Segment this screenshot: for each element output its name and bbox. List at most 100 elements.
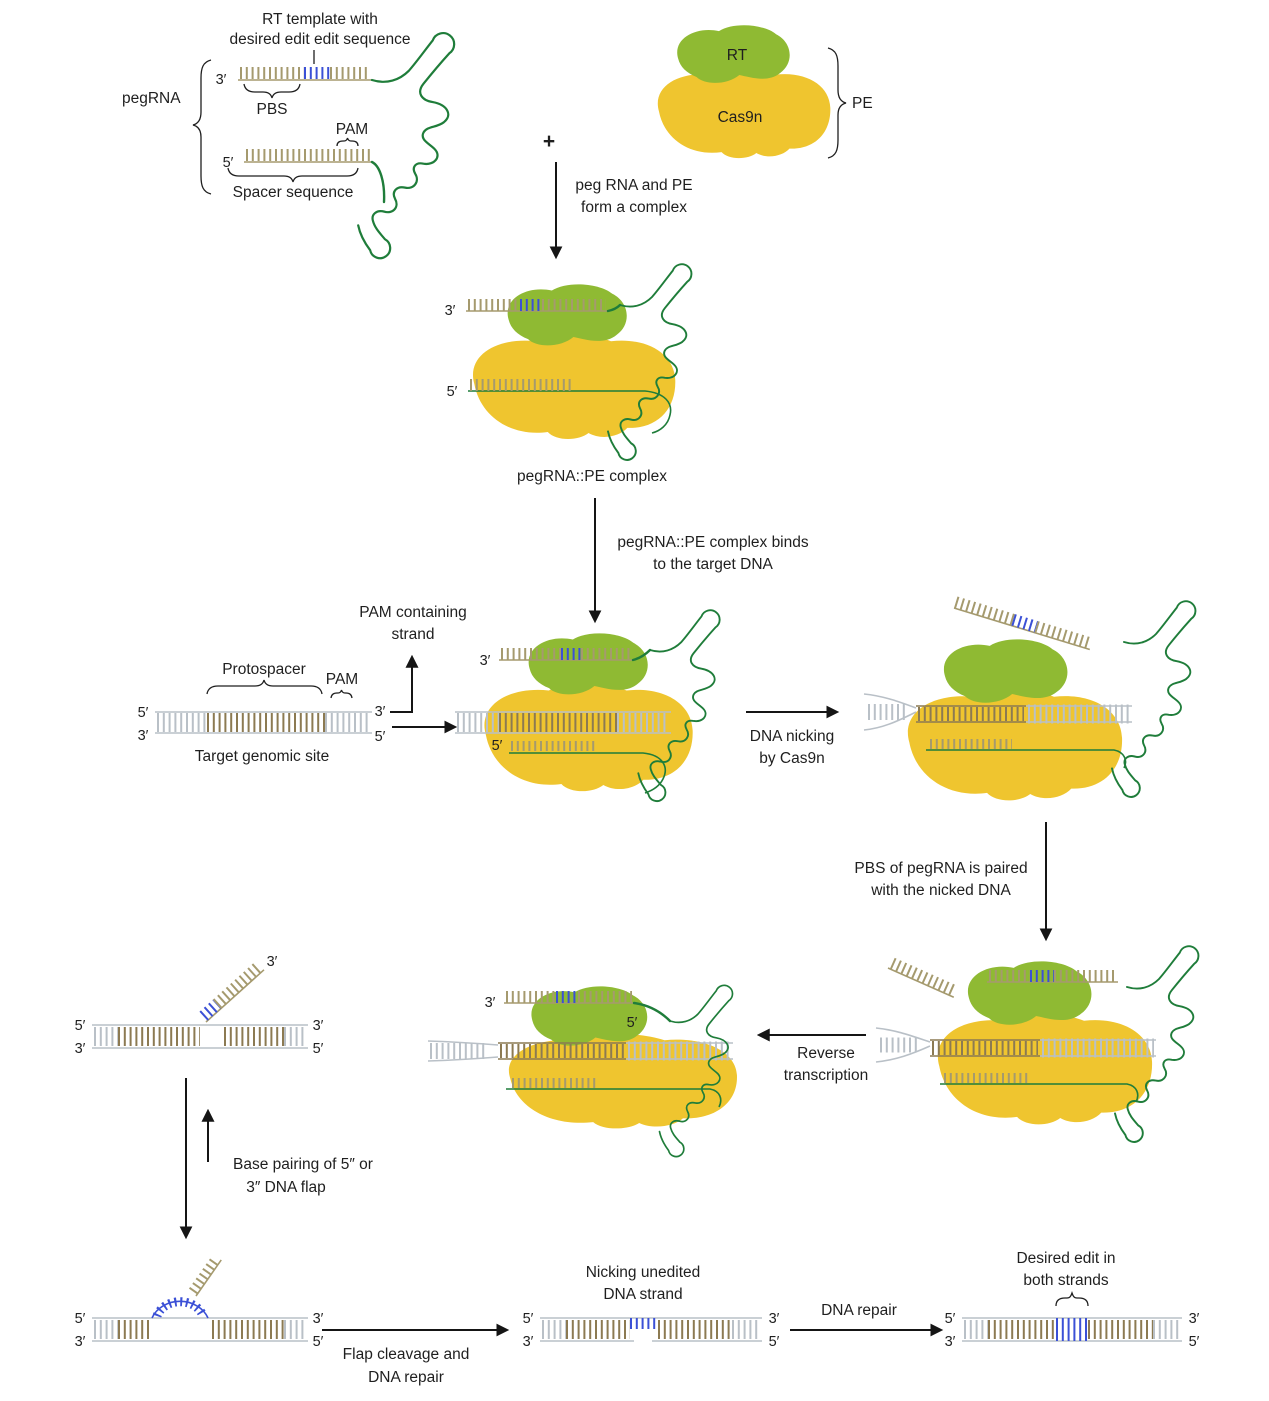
- 5prime-top-left: 5′: [75, 1018, 86, 1034]
- flap-strand: [199, 962, 265, 1023]
- complex-nicked: [863, 596, 1197, 801]
- pam-strand-label-line2: strand: [391, 626, 434, 643]
- 5prime-bottom-right: 5′: [313, 1041, 324, 1057]
- displaced-flap-ticks: [188, 1255, 221, 1295]
- protospacer-brace: [206, 679, 323, 695]
- arrow-pam-strand: [390, 654, 419, 713]
- pam-brace: [330, 689, 353, 699]
- pe-label: PE: [852, 95, 873, 112]
- binds-text-line2: to the target DNA: [653, 556, 773, 573]
- extension-ticks-left: [954, 596, 1015, 626]
- pbs-brace: [243, 83, 301, 99]
- complex-5prime-label: 5′: [447, 384, 458, 400]
- pegrna-3prime-label: 3′: [216, 72, 227, 88]
- pegrna-label: pegRNA: [122, 90, 181, 107]
- pegrna-pe-complex: 3′ 5′: [445, 263, 693, 461]
- spacer-label: Spacer sequence: [233, 184, 354, 201]
- target-5prime-top-left: 5′: [138, 705, 149, 721]
- edit-loop-ticks: [152, 1297, 208, 1318]
- pegrna-pam-brace: [336, 137, 359, 147]
- free-3prime-extension: [953, 596, 1092, 651]
- pegrna-pam-label: PAM: [336, 121, 368, 138]
- rt-label: RT: [727, 47, 748, 64]
- target-site-label: Target genomic site: [195, 748, 329, 765]
- step-flap-cleavage: Flap cleavage and DNA repair: [322, 1323, 510, 1386]
- 3prime-bottom-left: 3′: [75, 1334, 86, 1350]
- target-3prime-top-right: 3′: [375, 704, 386, 720]
- 5prime-bottom-right: 5′: [313, 1334, 324, 1350]
- flap-3prime-label: 3′: [267, 954, 278, 970]
- step-dna-repair: DNA repair: [790, 1302, 944, 1337]
- reverse-text-line2: transcription: [784, 1067, 868, 1084]
- cas9n-label: Cas9n: [718, 109, 763, 126]
- step-pbs-paired: PBS of pegRNA is paired with the nicked …: [854, 822, 1053, 942]
- dna-left-top: [427, 1040, 499, 1046]
- dna-repair-text: DNA repair: [821, 1302, 897, 1319]
- desired-edit-ticks: [1011, 614, 1038, 633]
- nicking-text-line1: DNA nicking: [750, 728, 834, 745]
- nicking-text-line2: by Cas9n: [759, 750, 824, 767]
- dna-5prime-flap-loop: 5′ 3′ 3′ 5′: [75, 1255, 324, 1350]
- nicking-unedited-label-line2: DNA strand: [603, 1286, 682, 1303]
- step-reverse-transcription: Reverse transcription: [756, 1028, 868, 1084]
- nicking-unedited-label-line1: Nicking unedited: [586, 1264, 701, 1281]
- pegrna-structure: RT template with desired edit edit seque…: [122, 11, 456, 260]
- pbs-paired-text-line2: with the nicked DNA: [870, 882, 1011, 899]
- pegrna-scaffold: [357, 32, 456, 260]
- 5prime-bottom-right: 5′: [1189, 1334, 1200, 1350]
- spacer-baseline-green: [940, 1083, 1139, 1103]
- rt-template-label-line2: desired edit edit sequence: [230, 31, 411, 48]
- target-5prime-bottom-right: 5′: [375, 729, 386, 745]
- pam-strand-label-line1: PAM containing: [359, 604, 466, 621]
- form-complex-text-line2: form a complex: [581, 199, 687, 216]
- pegrna-scaffold-connector: [370, 160, 386, 204]
- complex-3prime-label: 3′: [445, 303, 456, 319]
- pegrna-pe-complex-label: pegRNA::PE complex: [517, 468, 667, 485]
- complex-pbs-paired: [875, 945, 1200, 1143]
- spacer-baseline-green: [509, 752, 667, 794]
- cas9n-blob: [937, 1013, 1153, 1125]
- pbs-label: PBS: [256, 101, 287, 118]
- 5prime-bottom-right: 5′: [769, 1334, 780, 1350]
- complex-5prime-label: 5′: [627, 1015, 638, 1031]
- rt-template-label-line1: RT template with: [262, 11, 378, 28]
- complex-5prime-label: 5′: [492, 738, 503, 754]
- desired-edit-label-line2: both strands: [1023, 1272, 1109, 1289]
- reverse-text-line1: Reverse: [797, 1045, 855, 1062]
- spacer-baseline-green: [506, 1088, 722, 1108]
- step-form-complex: + peg RNA and PE form a complex: [543, 130, 693, 260]
- protospacer-label: Protospacer: [222, 661, 306, 678]
- extension-ticks: [889, 957, 957, 997]
- pam-label: PAM: [326, 671, 358, 688]
- scaffold-connector-top: [632, 1001, 672, 1023]
- flap-baseline: [205, 969, 265, 1023]
- 5prime-top-left: 5′: [523, 1311, 534, 1327]
- 5prime-top-left: 5′: [75, 1311, 86, 1327]
- 3prime-bottom-left: 3′: [945, 1334, 956, 1350]
- scaffold-connector-top: [631, 648, 652, 662]
- rt-blob: [528, 633, 648, 695]
- 3prime-top-right: 3′: [1189, 1311, 1200, 1327]
- flap-cleavage-text-line2: DNA repair: [368, 1369, 444, 1386]
- step-binds-dna: pegRNA::PE complex binds to the target D…: [588, 498, 809, 624]
- pegrna-5prime-label: 5′: [223, 155, 234, 171]
- complex-bound-dna: 3′ 5′: [455, 609, 721, 802]
- pbs-paired-extension: [887, 957, 957, 999]
- rt-blob: [943, 639, 1068, 703]
- pe-brace: [827, 47, 847, 159]
- pegrna-brace: [192, 59, 212, 195]
- flap-ticks: [212, 962, 263, 1009]
- 3prime-top-right: 3′: [769, 1311, 780, 1327]
- rt-blob: [507, 284, 627, 346]
- dna-nicked-unedited: Nicking unedited DNA strand 5′ 3′ 3′ 5′: [523, 1264, 780, 1350]
- desired-edit-label-line1: Desired edit in: [1016, 1250, 1115, 1267]
- cas9n-blob: [484, 683, 693, 792]
- target-dna-panel: PAM containing strand Protospacer PAM 5′…: [138, 604, 467, 765]
- step-dna-nicking: DNA nicking by Cas9n: [746, 705, 840, 767]
- 3prime-bottom-left: 3′: [523, 1334, 534, 1350]
- edit-brace: [1055, 1290, 1089, 1307]
- 3prime-top-right: 3′: [313, 1018, 324, 1034]
- displaced-flap-baseline: [195, 1259, 222, 1297]
